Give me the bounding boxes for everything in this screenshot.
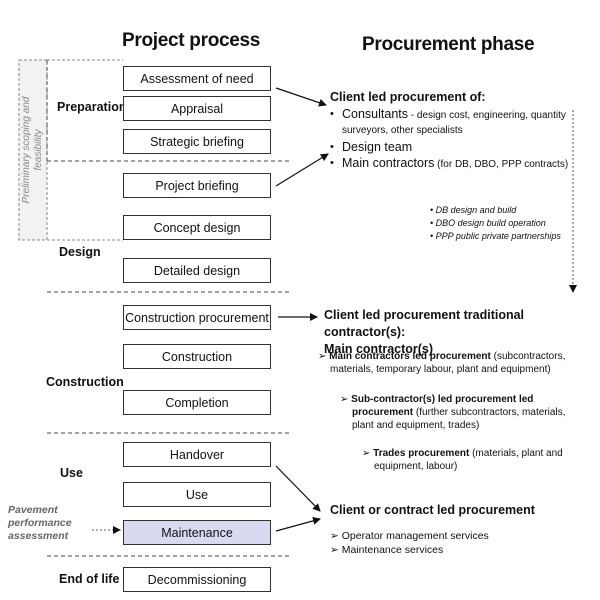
sub-led-detail-1: (further subcontractors, materials, <box>413 407 566 418</box>
stage-construction: Construction <box>46 375 124 389</box>
stage-design: Design <box>59 245 101 259</box>
arrow-handover-to-contract <box>275 465 321 512</box>
box-use: Use <box>123 482 271 507</box>
client-or-contract-list: ➢ Operator management services ➢ Mainten… <box>330 529 489 557</box>
project-process-title: Project process <box>122 30 261 51</box>
main-contractors-label: Main contractors <box>342 156 435 170</box>
sub-led-label-2: procurement <box>352 407 414 418</box>
pavement-performance-label: Pavement performance assessment <box>8 504 108 543</box>
bullet-icon: • <box>430 231 436 241</box>
abbr-db: DB design and build <box>435 205 517 215</box>
arrow-bullet-icon: ➢ <box>340 394 352 405</box>
main-contractors-item: • Main contractors (for DB, DBO, PPP con… <box>330 156 592 172</box>
main-contractors-detail: (for DB, DBO, PPP contracts) <box>434 159 569 170</box>
arrow-bullet-icon: ➢ <box>330 544 342 556</box>
consultants-detail-2: surveyors, other specialists <box>342 125 463 136</box>
arrow-project-briefing-to-client <box>275 153 329 187</box>
pavement-line1: Pavement <box>8 504 58 516</box>
box-construction: Construction <box>123 344 271 369</box>
bullet-icon: • <box>330 141 334 153</box>
arrow-bullet-icon: ➢ <box>362 448 374 459</box>
trades-item: ➢ Trades procurement (materials, plant a… <box>362 447 592 473</box>
box-concept-design: Concept design <box>123 215 271 240</box>
main-led-detail-1: (subcontractors, <box>490 351 566 362</box>
side-label-line2: feasibility <box>33 129 44 171</box>
design-team-item: • Design team <box>330 140 592 154</box>
box-detailed-design: Detailed design <box>123 258 271 283</box>
box-project-briefing: Project briefing <box>123 173 271 198</box>
sub-led-label-1: Sub-contractor(s) led procurement led <box>351 394 534 405</box>
design-team-label: Design team <box>342 140 413 154</box>
box-maintenance: Maintenance <box>123 520 271 545</box>
main-led-detail-2: materials, temporary labour, plant and e… <box>330 364 551 375</box>
pavement-line2: performance <box>8 517 72 529</box>
operator-services-item: Operator management services <box>341 530 489 542</box>
pavement-line3: assessment <box>8 530 69 542</box>
client-led-block: Client led procurement of: • Consultants… <box>330 90 592 172</box>
side-label-line1: Preliminary scoping and <box>21 96 32 204</box>
stage-end-of-life: End of life <box>59 572 120 586</box>
trades-label: Trades procurement <box>373 448 470 459</box>
arrow-maintenance-to-contract <box>275 516 321 532</box>
procurement-phase-title: Procurement phase <box>362 34 535 55</box>
bullet-icon: • <box>330 157 334 169</box>
traditional-heading: Client led procurement traditional contr… <box>324 307 600 358</box>
sub-led-item: ➢ Sub-contractor(s) led procurement led … <box>340 393 595 432</box>
traditional-heading-2: Main contractor(s) <box>324 342 434 356</box>
sub-led-detail-2: plant and equipment, trades) <box>352 420 480 431</box>
box-completion: Completion <box>123 390 271 415</box>
box-appraisal: Appraisal <box>123 96 271 121</box>
consultants-item: • Consultants - design cost, engineering… <box>330 107 592 138</box>
bullet-icon: • <box>430 205 436 215</box>
stage-preparation: Preparation <box>57 100 127 114</box>
traditional-heading-1: Client led procurement traditional contr… <box>324 308 525 339</box>
bullet-icon: • <box>430 218 436 228</box>
arrow-assessment-to-client <box>275 87 327 107</box>
abbreviation-list: • DB design and build • DBO design build… <box>430 204 561 243</box>
trades-detail-1: (materials, plant and <box>469 448 563 459</box>
box-construction-procurement: Construction procurement <box>123 305 271 330</box>
arrow-bullet-icon: ➢ <box>330 530 342 542</box>
consultants-label: Consultants <box>342 107 409 121</box>
box-handover: Handover <box>123 442 271 467</box>
main-led-label: Main contractors led procurement <box>329 351 491 362</box>
trades-detail-2: equipment, labour) <box>374 461 458 472</box>
main-led-item: ➢ Main contractors led procurement (subc… <box>318 350 593 376</box>
client-led-heading: Client led procurement of: <box>330 90 486 104</box>
client-or-contract-heading: Client or contract led procurement <box>330 503 535 517</box>
abbr-dbo: DBO design build operation <box>435 218 546 228</box>
stage-use: Use <box>60 466 83 480</box>
preliminary-scoping-region <box>18 59 48 241</box>
consultants-detail-1: - design cost, engineering, quantity <box>408 110 566 121</box>
abbr-ppp: PPP public private partnerships <box>435 231 561 241</box>
box-assessment-of-need: Assessment of need <box>123 66 271 91</box>
bullet-icon: • <box>330 108 334 120</box>
box-strategic-briefing: Strategic briefing <box>123 129 271 154</box>
arrow-bullet-icon: ➢ <box>318 351 330 362</box>
maintenance-services-item: Maintenance services <box>341 544 444 556</box>
box-decommissioning: Decommissioning <box>123 567 271 592</box>
